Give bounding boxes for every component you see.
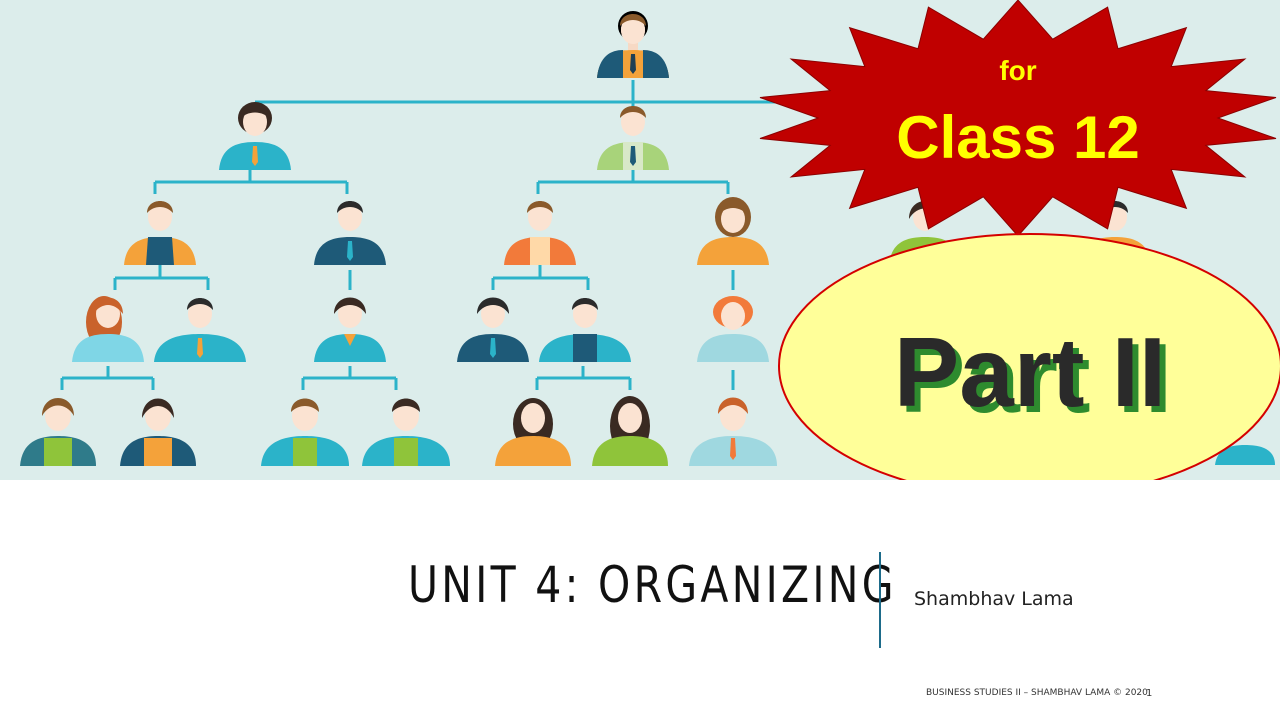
badge-line-for: for xyxy=(999,55,1036,86)
person-row4-f xyxy=(697,296,769,362)
person-row4-b xyxy=(154,298,246,362)
class-badge-starburst: for Class 12 xyxy=(759,0,1277,237)
person-row5-d xyxy=(362,398,450,466)
person-row4-a xyxy=(72,296,144,362)
org-chart-illustration: for Class 12 Part II Part II xyxy=(0,0,1280,480)
slide-title: UNIT 4: ORGANIZING xyxy=(408,556,897,614)
person-row5-e xyxy=(495,398,571,466)
org-chart-svg: for Class 12 Part II Part II xyxy=(20,0,1280,480)
person-manager-center xyxy=(597,106,669,170)
person-row3-b xyxy=(314,201,386,265)
person-row5-a xyxy=(20,398,96,466)
person-row3-d xyxy=(697,197,769,265)
title-divider xyxy=(879,552,881,648)
part-label-shadow: Part II xyxy=(900,323,1172,433)
page-number: 1 xyxy=(1146,688,1153,699)
person-hidden-right-c xyxy=(1215,445,1275,465)
ellipse-shape xyxy=(778,233,1280,480)
person-row4-d xyxy=(457,297,529,362)
person-row3-c xyxy=(504,201,576,265)
person-row5-b xyxy=(120,398,196,466)
person-row5-c xyxy=(261,398,349,466)
part-label-ellipse: Part II Part II xyxy=(778,233,1280,480)
part-label-text: Part II xyxy=(894,317,1166,427)
person-manager-left xyxy=(219,102,291,170)
person-row4-c xyxy=(314,297,386,362)
badge-line-class: Class 12 xyxy=(896,104,1140,171)
person-ceo xyxy=(597,11,669,78)
person-row5-f xyxy=(592,396,668,466)
author-name: Shambhav Lama xyxy=(914,588,1074,610)
org-connectors xyxy=(60,80,800,390)
person-row4-e xyxy=(539,298,631,362)
slide-footer: BUSINESS STUDIES II – SHAMBHAV LAMA © 20… xyxy=(926,688,1148,698)
person-row3-a xyxy=(124,201,196,265)
person-row5-g xyxy=(689,397,777,466)
